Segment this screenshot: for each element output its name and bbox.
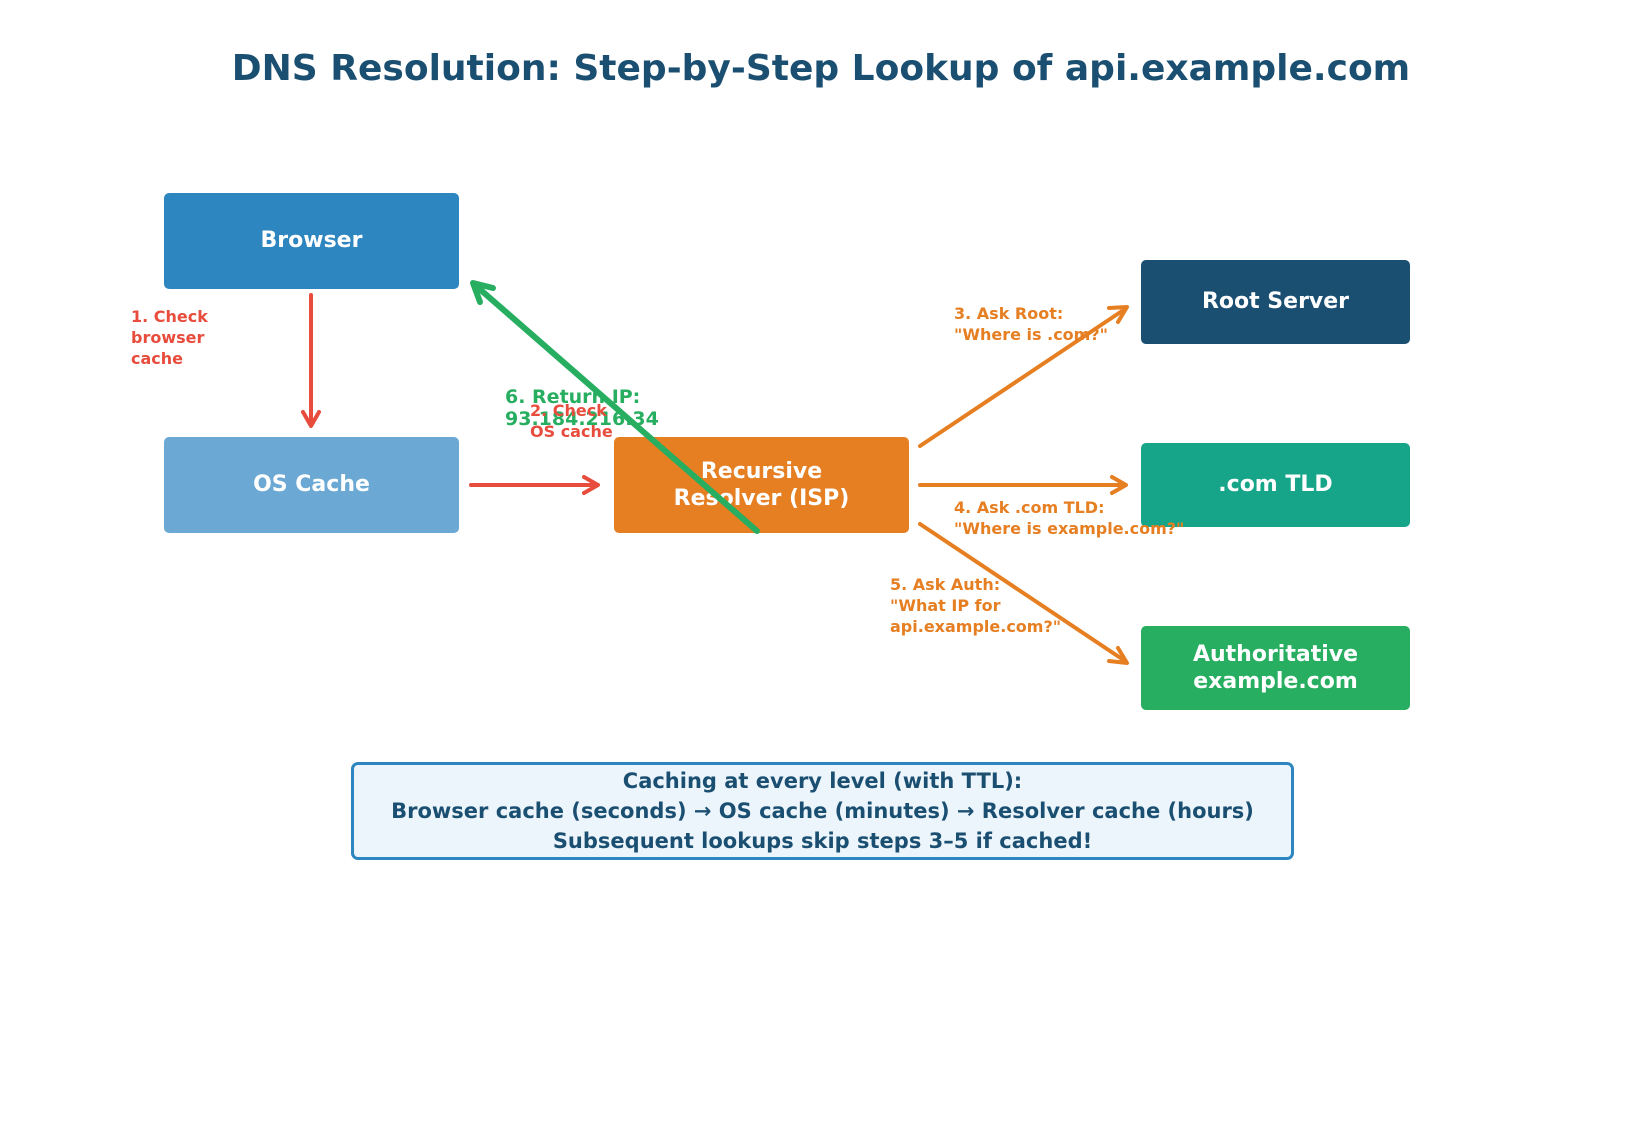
browser-node: Browser <box>164 193 459 289</box>
step1-label: 1. Check browser cache <box>131 307 208 368</box>
root-server-node: Root Server <box>1141 260 1410 344</box>
tld-node: .com TLD <box>1141 443 1410 527</box>
step5-label: 5. Ask Auth: "What IP for api.example.co… <box>890 575 1062 636</box>
arrow-browser-to-os <box>301 293 321 428</box>
diagram-title: DNS Resolution: Step-by-Step Lookup of a… <box>231 48 1411 89</box>
arrow-resolver-to-auth <box>918 522 1129 665</box>
note-line-1: Caching at every level (with TTL): <box>622 769 1023 793</box>
step3-label: 3. Ask Root: "Where is .com?" <box>954 304 1108 344</box>
note-line-2: Browser cache (seconds) → OS cache (minu… <box>391 799 1254 823</box>
arrow-resolver-to-root <box>918 305 1129 448</box>
arrow-resolver-to-browser <box>470 280 760 534</box>
authoritative-node: Authoritative example.com <box>1141 626 1410 710</box>
caching-note: Caching at every level (with TTL): Brows… <box>351 762 1294 860</box>
step4-label: 4. Ask .com TLD: "Where is example.com?" <box>954 498 1185 538</box>
os-cache-node: OS Cache <box>164 437 459 533</box>
arrow-os-to-resolver <box>469 475 600 495</box>
arrow-resolver-to-tld <box>918 475 1128 495</box>
note-line-3: Subsequent lookups skip steps 3–5 if cac… <box>552 829 1093 853</box>
step2-label: 2. Check OS cache <box>530 401 613 441</box>
step6-label: 6. Return IP: 93.184.216.34 <box>505 386 659 430</box>
